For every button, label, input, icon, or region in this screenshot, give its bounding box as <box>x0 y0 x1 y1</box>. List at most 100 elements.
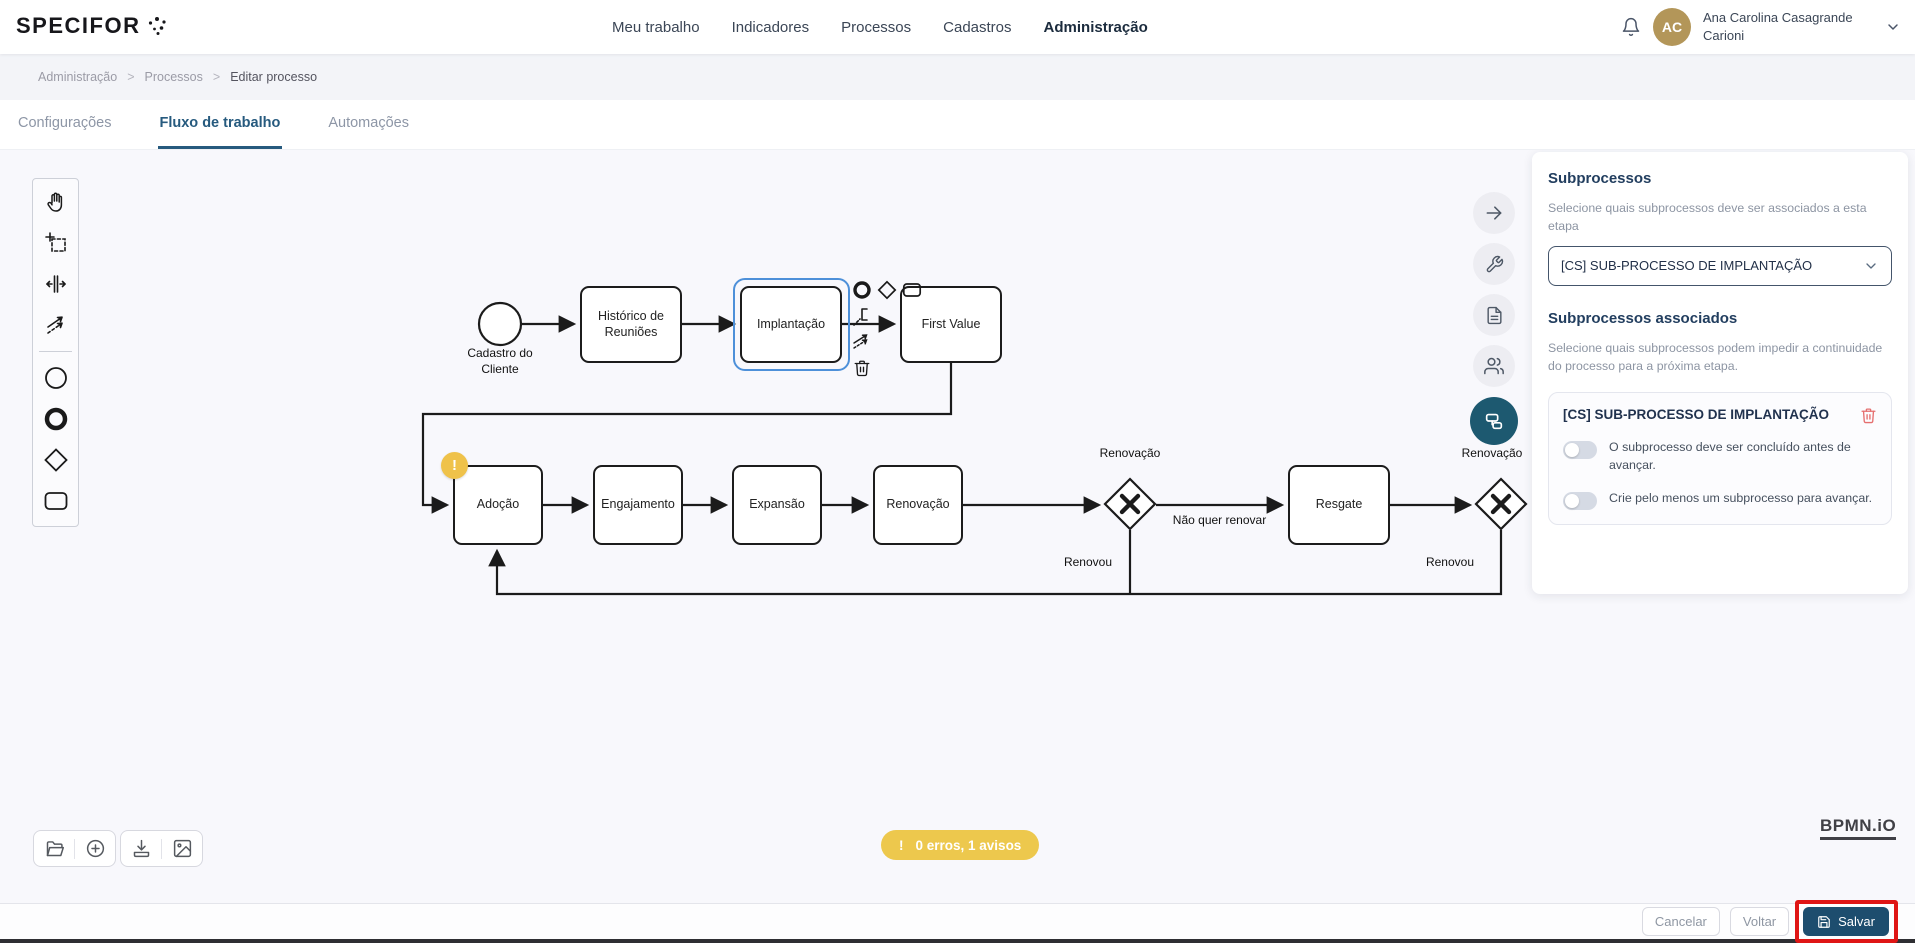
create-new-icon[interactable] <box>84 838 106 860</box>
cancel-button[interactable]: Cancelar <box>1641 907 1720 936</box>
nav-administracao[interactable]: Administração <box>1043 18 1148 36</box>
context-pad <box>852 280 922 378</box>
breadcrumb: Administração > Processos > Editar proce… <box>0 54 1915 100</box>
append-task-icon[interactable] <box>902 280 922 300</box>
associated-hint: Selecione quais subprocessos podem imped… <box>1548 340 1883 374</box>
task-first-value[interactable]: First Value <box>900 286 1002 363</box>
connect-tool-icon[interactable] <box>852 332 872 352</box>
task-engajamento[interactable]: Engajamento <box>593 465 683 545</box>
toggle-create-at-least-one-label: Crie pelo menos um subprocesso para avan… <box>1609 490 1873 505</box>
divider <box>74 838 75 859</box>
global-connect-tool-icon[interactable] <box>41 310 71 340</box>
end-event-shape-icon[interactable] <box>41 404 71 434</box>
document-panel-button[interactable] <box>1473 294 1515 336</box>
subprocess-icon <box>1483 410 1505 432</box>
exclamation-icon: ! <box>899 837 904 853</box>
window-bottom-edge <box>0 939 1915 943</box>
user-block: AC Ana Carolina Casagrande Carioni <box>1621 0 1901 54</box>
task-expansao[interactable]: Expansão <box>732 465 822 545</box>
collapse-panel-button[interactable] <box>1473 192 1515 234</box>
edge-label-renovou-1: Renovou <box>1063 555 1113 569</box>
notification-bell-icon[interactable] <box>1621 17 1641 37</box>
users-panel-button[interactable] <box>1473 345 1515 387</box>
edge-label-nao-quer-renovar: Não quer renovar <box>1172 513 1267 527</box>
file-actions-group <box>33 830 116 867</box>
delete-subprocess-button[interactable] <box>1860 407 1877 424</box>
exclusive-gateway-2[interactable] <box>1474 477 1528 531</box>
lasso-tool-icon[interactable] <box>41 228 71 258</box>
validation-status-pill[interactable]: ! 0 erros, 1 avisos <box>881 830 1040 860</box>
floppy-disk-icon <box>1817 915 1831 929</box>
subprocess-select-value: [CS] SUB-PROCESSO DE IMPLANTAÇÃO <box>1561 258 1813 274</box>
space-tool-icon[interactable] <box>41 269 71 299</box>
nav-processos[interactable]: Processos <box>841 18 912 36</box>
delete-element-icon[interactable] <box>852 358 872 378</box>
download-icon[interactable] <box>130 838 152 860</box>
task-shape-icon[interactable] <box>41 486 71 516</box>
task-implantacao[interactable]: Implantação <box>740 286 842 363</box>
nav-cadastros[interactable]: Cadastros <box>943 18 1012 36</box>
back-button[interactable]: Voltar <box>1729 907 1790 936</box>
bpmn-canvas[interactable]: Histórico de Reuniões Implantação First … <box>0 150 1915 903</box>
toggle-must-complete-label: O subprocesso deve ser concluído antes d… <box>1609 439 1851 472</box>
append-gateway-icon[interactable] <box>877 280 897 300</box>
breadcrumb-separator: > <box>212 70 221 84</box>
associated-subprocess-card: [CS] SUB-PROCESSO DE IMPLANTAÇÃO O subpr… <box>1548 391 1892 525</box>
append-text-annotation-icon[interactable] <box>852 306 872 326</box>
task-renovacao[interactable]: Renovação <box>873 465 963 545</box>
validation-status-text: 0 erros, 1 avisos <box>915 837 1022 853</box>
subprocess-panel-button[interactable] <box>1470 397 1518 445</box>
nav-indicadores[interactable]: Indicadores <box>731 18 810 36</box>
nav-meu-trabalho[interactable]: Meu trabalho <box>612 18 700 36</box>
bpmn-io-logo[interactable]: BPMN.iO <box>1820 816 1897 840</box>
top-nav: Meu trabalho Indicadores Processos Cadas… <box>612 0 1148 54</box>
tools-panel-button[interactable] <box>1473 243 1515 285</box>
arrow-right-icon <box>1484 203 1504 223</box>
append-end-event-icon[interactable] <box>852 280 872 300</box>
toggle-row: Crie pelo menos um subprocesso para avan… <box>1563 490 1877 510</box>
task-resgate[interactable]: Resgate <box>1288 465 1390 545</box>
gateway-shape-icon[interactable] <box>41 445 71 475</box>
toggle-create-at-least-one[interactable] <box>1563 491 1597 510</box>
subprocess-select[interactable]: [CS] SUB-PROCESSO DE IMPLANTAÇÃO <box>1548 245 1892 286</box>
task-historico-de-reunioes[interactable]: Histórico de Reuniões <box>580 286 682 363</box>
image-export-icon[interactable] <box>171 838 193 860</box>
avatar[interactable]: AC <box>1653 8 1691 46</box>
toggle-must-complete[interactable] <box>1563 440 1597 459</box>
tab-automacoes[interactable]: Automações <box>328 115 409 131</box>
logo-text: SPECIFOR <box>16 13 141 38</box>
start-event-label: Cadastro do Cliente <box>467 346 533 376</box>
exclusive-gateway-1[interactable] <box>1103 477 1157 531</box>
chevron-down-icon <box>1863 258 1879 274</box>
breadcrumb-processos[interactable]: Processos <box>144 70 203 84</box>
breadcrumb-administracao[interactable]: Administração <box>38 70 118 84</box>
document-icon <box>1485 306 1504 325</box>
wrench-icon <box>1485 255 1504 274</box>
warning-badge-icon[interactable]: ! <box>441 452 468 479</box>
task-adocao[interactable]: Adoção <box>453 465 543 545</box>
breadcrumb-separator: > <box>127 70 135 84</box>
select-hint: Selecione quais subprocessos deve ser as… <box>1548 201 1867 234</box>
panel-title: Subprocessos <box>1548 170 1652 187</box>
specifor-logo[interactable]: SPECIFOR <box>16 13 168 39</box>
subprocess-card-title: [CS] SUB-PROCESSO DE IMPLANTAÇÃO <box>1563 406 1830 422</box>
save-button-wrap: Salvar <box>1795 900 1898 943</box>
tab-fluxo-de-trabalho[interactable]: Fluxo de trabalho <box>157 100 283 149</box>
user-name: Ana Carolina Casagrande Carioni <box>1703 10 1853 43</box>
export-actions-group <box>120 830 203 867</box>
hand-tool-icon[interactable] <box>41 187 71 217</box>
app-header: SPECIFOR Meu trabalho Indicadores Proces… <box>0 0 1915 54</box>
palette-separator <box>39 351 72 352</box>
edge-label-renovou-2: Renovou <box>1425 555 1475 569</box>
start-event[interactable] <box>477 301 523 347</box>
open-file-icon[interactable] <box>43 838 65 860</box>
bpmn-edges-layer <box>421 301 1528 596</box>
associated-title: Subprocessos associados <box>1548 309 1738 327</box>
tab-configuracoes[interactable]: Configurações <box>18 115 112 131</box>
start-event-shape-icon[interactable] <box>41 363 71 393</box>
logo-dots-icon <box>146 15 168 37</box>
save-button[interactable]: Salvar <box>1803 907 1889 936</box>
selection-outline <box>733 278 850 371</box>
chevron-down-icon[interactable] <box>1885 19 1901 35</box>
bpmn-palette <box>32 178 79 527</box>
